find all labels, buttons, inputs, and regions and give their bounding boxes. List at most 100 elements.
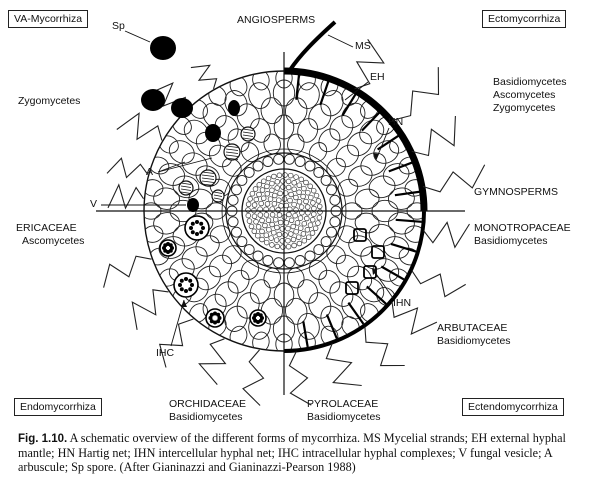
coil-loop — [201, 226, 205, 230]
vascular-cell — [300, 193, 306, 200]
cortex-cell — [382, 163, 410, 186]
cortex-cell — [347, 131, 373, 157]
vascular-cell — [268, 235, 274, 241]
vascular-cell — [264, 183, 270, 190]
vascular-cell — [247, 196, 253, 202]
external-hyphal-mantle-callout: EH — [370, 71, 385, 83]
vascular-cell — [291, 242, 297, 249]
coil-loop — [184, 277, 188, 281]
vascular-cell — [291, 201, 297, 208]
cortex-cell — [252, 71, 270, 91]
vascular-cell — [290, 236, 297, 243]
endodermis-cell — [320, 174, 332, 186]
hypha — [190, 64, 218, 90]
vascular-cell — [273, 237, 280, 243]
coil-loop — [213, 311, 217, 316]
vascular-cell — [274, 243, 281, 250]
endodermis-cell — [329, 194, 341, 206]
vascular-cell — [315, 220, 321, 226]
vascular-cell — [256, 182, 263, 188]
endodermis-cell — [252, 160, 264, 172]
coil-loop — [179, 287, 184, 292]
vascular-cell — [295, 234, 302, 240]
figure-number: Fig. 1.10. — [18, 433, 68, 445]
zygomycetes-label: Zygomycetes — [18, 95, 81, 107]
cortex-cell — [181, 246, 208, 270]
monotropaceae-label: MONOTROPACEAE — [474, 222, 571, 234]
arbuscule-branch — [180, 185, 192, 188]
cortex-cell — [144, 179, 164, 197]
coil-loop — [258, 313, 263, 318]
arbuscule-branch — [225, 145, 239, 148]
vascular-cell — [310, 200, 316, 206]
vascular-cell — [274, 185, 280, 191]
hartig-net-strand — [295, 73, 301, 100]
vascular-cell — [303, 179, 309, 186]
endodermis-cell — [326, 226, 337, 238]
cortex-cell — [320, 305, 344, 332]
vascular-cell — [293, 228, 299, 235]
vascular-cell — [280, 178, 286, 184]
vascular-cell — [256, 191, 262, 198]
cortex-cell — [214, 281, 239, 307]
endodermis-cell — [236, 174, 248, 186]
vascular-cell — [263, 239, 270, 246]
cortex-cell — [144, 225, 164, 243]
vascular-cell — [300, 231, 307, 237]
vesicle — [228, 100, 240, 116]
angiosperms-label: ANGIOSPERMS — [237, 14, 316, 26]
va-mycorrhiza-box: VA-Mycorrhiza — [8, 10, 89, 28]
vascular-cell — [251, 202, 258, 208]
endodermis-cell — [243, 166, 255, 178]
spore — [150, 36, 176, 60]
intercellular-net-cell — [345, 281, 359, 295]
cortex-cell — [227, 269, 250, 294]
cortex-cell — [308, 103, 332, 130]
va-structures — [141, 36, 256, 212]
mycelial-strand — [288, 20, 337, 72]
vascular-cell — [274, 224, 280, 231]
hartig-net-strand — [319, 80, 330, 106]
vascular-cell — [263, 212, 270, 218]
endodermis-cell — [262, 156, 274, 167]
vascular-cell — [304, 227, 311, 233]
coil-loop — [213, 320, 217, 325]
cortex-cell — [341, 293, 366, 320]
vascular-cell — [257, 212, 264, 218]
vascular-cell — [277, 219, 284, 226]
vascular-cell — [263, 206, 269, 213]
endodermis-cell — [304, 160, 316, 172]
vascular-cell — [255, 224, 262, 230]
cortex-cell — [329, 115, 354, 141]
cortex-cell — [404, 225, 424, 243]
vascular-cell — [276, 172, 283, 179]
arbuscule-branch — [242, 131, 254, 134]
vascular-cell — [287, 206, 293, 213]
hartig-net-strand — [347, 301, 365, 325]
hartig-net-strand — [388, 161, 414, 173]
ecto-group-line2: Ascomycetes — [493, 89, 556, 101]
vascular-cell — [258, 200, 264, 207]
hypha — [391, 67, 440, 121]
vascular-cell — [297, 215, 304, 221]
arbuscule-branch — [201, 183, 215, 186]
cortex-cell — [308, 292, 332, 319]
monotropaceae-fungi: Basidiomycetes — [474, 235, 548, 247]
hypha — [106, 157, 149, 179]
cortex-cell — [183, 119, 209, 145]
vascular-cell — [253, 219, 259, 225]
arbuscule-branch — [213, 194, 223, 197]
vascular-cell — [299, 209, 305, 216]
vascular-cell — [271, 229, 277, 236]
cortex-cell — [368, 175, 396, 199]
arbuscule-branch — [201, 180, 215, 183]
cortex-cell — [335, 254, 360, 278]
cortex-cell — [208, 254, 233, 278]
vascular-cell — [259, 217, 265, 224]
arbuscule-branch — [201, 171, 215, 174]
coil-loop — [195, 232, 199, 236]
vascular-cell — [294, 220, 301, 226]
coil-loop — [179, 278, 184, 283]
vascular-cell — [245, 212, 252, 219]
endodermis-cell — [262, 255, 274, 266]
